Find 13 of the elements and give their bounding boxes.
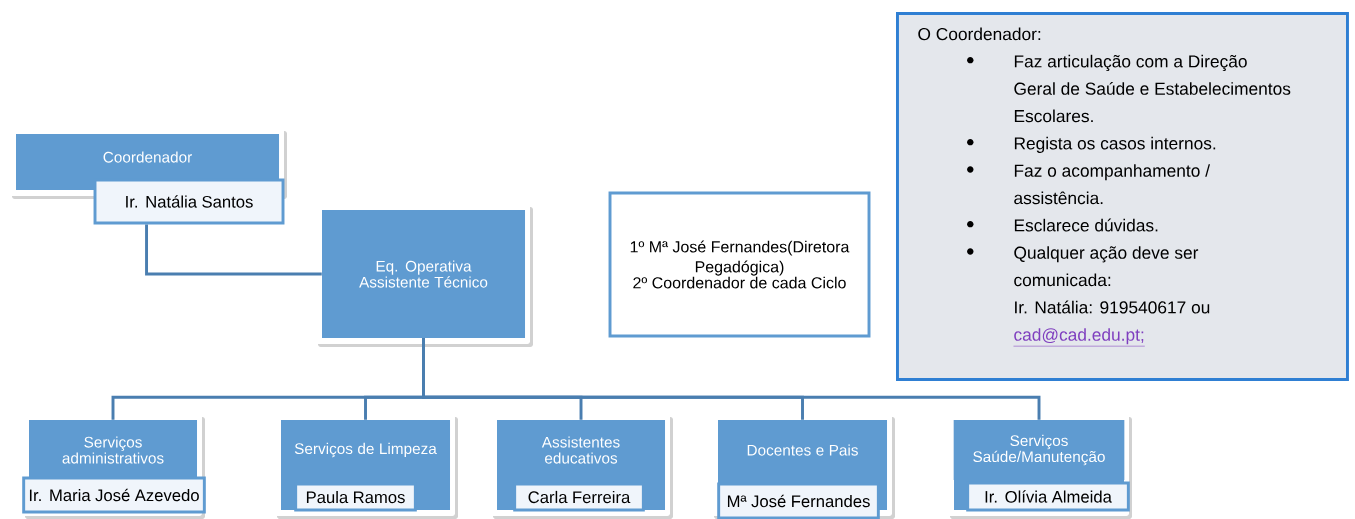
name-box: Mª José Fernandes [717,482,880,519]
node-label: Assistente Técnico [359,276,488,288]
name-box: Carla Ferreira [513,482,645,512]
node-label: Eq. Operativa [376,260,472,275]
org-box: Eq. Operativa Assistente Técnico [315,204,533,347]
connector-line [145,224,322,276]
name-box: Ir. Maria José Azevedo [22,476,206,514]
info-box: 1º Mª José Fernandes(Diretora Pegadógica) 2º Coordenador de cada Ciclo [608,191,871,338]
name-box: Ir. Natália Santos [93,178,285,225]
note-box: O Coordenador: Faz articulação com a Direção Geral de Saúde e Estabelecimentos Escolares. Regista os casos internos. Faz o acompanhamento / assistência. Esclarece dúvidas. Qualquer ação deve ser comunicada: Ir. Natália: 919540617 ou cad@cad.edu.pt; [896,12,1349,381]
name-box: Ir. Olívia Almeida [966,481,1130,512]
name-box: Paula Ramos [294,482,417,512]
connector-line [422,338,1041,420]
